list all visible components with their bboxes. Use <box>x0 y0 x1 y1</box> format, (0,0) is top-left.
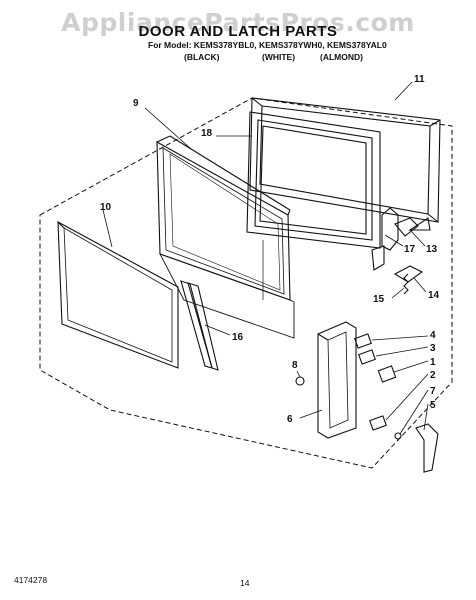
page-number: 14 <box>240 578 250 588</box>
callout-3: 3 <box>430 343 436 354</box>
callout-2: 2 <box>430 370 436 381</box>
part-choke-frame <box>246 111 381 249</box>
callout-4: 4 <box>430 330 436 341</box>
callout-16: 16 <box>232 332 244 343</box>
watermark: AppliancePartsPros.com <box>61 8 415 37</box>
callout-18: 18 <box>201 128 213 139</box>
callout-1: 1 <box>430 357 436 368</box>
callout-13: 13 <box>426 244 438 255</box>
callout-9: 9 <box>133 98 139 109</box>
part-spring <box>403 273 409 295</box>
part-screw-8 <box>295 376 305 386</box>
callout-7: 7 <box>430 386 436 397</box>
callout-17: 17 <box>404 244 416 255</box>
callout-5: 5 <box>430 400 436 411</box>
document-number: 4174278 <box>14 575 48 585</box>
callout-14: 14 <box>428 290 440 301</box>
page-title: DOOR AND LATCH PARTS <box>138 23 338 40</box>
part-latch-housing <box>317 321 357 439</box>
part-switch-3 <box>358 349 376 365</box>
part-door-trim <box>180 280 219 371</box>
part-door-glass <box>57 221 179 369</box>
part-outer-frame <box>249 97 441 223</box>
model-list: For Model: KEMS378YBL0, KEMS378YWH0, KEM… <box>148 40 387 50</box>
callout-6: 6 <box>287 414 293 425</box>
part-switch-2 <box>369 415 387 431</box>
part-switch-1 <box>377 365 397 383</box>
part-screw-7 <box>394 432 402 440</box>
assembly-boundary <box>39 97 453 469</box>
callout-11: 11 <box>414 74 425 85</box>
color-label-black: (BLACK) <box>184 52 220 62</box>
callout-15: 15 <box>373 294 385 305</box>
callout-10: 10 <box>100 202 112 213</box>
part-switch-4 <box>354 333 372 349</box>
part-latch-hooks <box>371 207 431 283</box>
color-label-almond: (ALMOND) <box>320 52 363 62</box>
callout-8: 8 <box>292 360 298 371</box>
color-label-white: (WHITE) <box>262 52 296 62</box>
part-door-frame <box>156 135 295 339</box>
part-lever-5 <box>415 423 439 473</box>
